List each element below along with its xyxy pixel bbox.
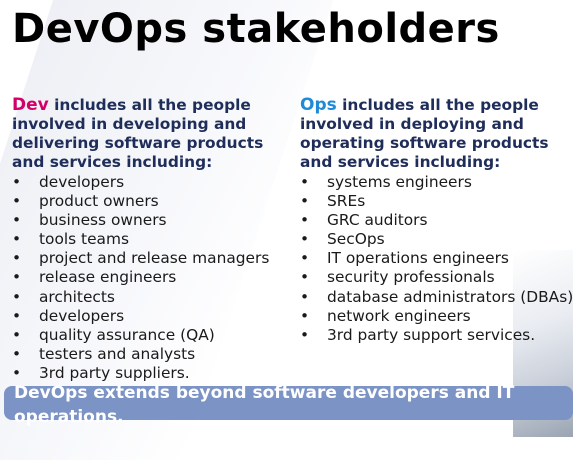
- dev-item-label: project and release managers: [39, 249, 270, 268]
- dev-item-label: 3rd party suppliers.: [39, 363, 190, 382]
- ops-item-label: GRC auditors: [327, 211, 428, 230]
- dev-list-item: • quality assurance (QA): [12, 326, 282, 345]
- dev-item-label: product owners: [39, 192, 159, 211]
- dev-item-label: release engineers: [39, 268, 177, 287]
- dev-item-label: developers: [39, 173, 125, 191]
- dev-list-item: • release engineers: [12, 268, 282, 287]
- bullet-icon: •: [12, 344, 22, 363]
- ops-column: Ops includes all the people involved in …: [300, 96, 573, 345]
- ops-lead-text: includes all the people involved in depl…: [300, 96, 549, 171]
- ops-list-item: • GRC auditors: [300, 211, 573, 230]
- ops-list-item: • systems engineers: [300, 173, 573, 192]
- bullet-icon: •: [12, 211, 22, 230]
- ops-lead: Ops includes all the people involved in …: [300, 96, 573, 172]
- banner-text: DevOps extends beyond software developer…: [14, 383, 515, 427]
- bullet-icon: •: [12, 268, 22, 287]
- bullet-icon: •: [12, 325, 22, 344]
- dev-list: • developers • product owners • business owne…: [12, 173, 282, 383]
- dev-list-item: • tools teams: [12, 230, 282, 249]
- bullet-icon: •: [300, 192, 310, 211]
- ops-list-item: • SecOps: [300, 230, 573, 249]
- bullet-icon: •: [300, 249, 310, 268]
- bullet-icon: •: [12, 173, 22, 191]
- ops-keyword: Ops: [300, 95, 337, 115]
- bullet-icon: •: [12, 192, 22, 211]
- bullet-icon: •: [300, 325, 310, 344]
- dev-item-label: business owners: [39, 211, 167, 230]
- bullet-icon: •: [12, 306, 22, 325]
- dev-list-item: • architects: [12, 288, 282, 307]
- dev-list-item: • business owners: [12, 211, 282, 230]
- ops-list-item: • SREs: [300, 192, 573, 211]
- bullet-icon: •: [12, 249, 22, 268]
- dev-lead: Dev includes all the people involved in …: [12, 96, 282, 172]
- bullet-icon: •: [300, 230, 310, 249]
- dev-list-item: • developers: [12, 173, 282, 192]
- dev-item-label: testers and analysts: [39, 344, 196, 363]
- ops-item-label: IT operations engineers: [327, 249, 509, 268]
- ops-list-item: • IT operations engineers: [300, 249, 573, 268]
- slide-title: DevOps stakeholders: [12, 6, 500, 52]
- bullet-icon: •: [300, 268, 310, 287]
- ops-item-label: network engineers: [327, 306, 471, 325]
- dev-item-label: architects: [39, 287, 115, 306]
- bullet-icon: •: [300, 306, 310, 325]
- banner-background: [4, 386, 573, 420]
- dev-list-item: • product owners: [12, 192, 282, 211]
- dev-keyword: Dev: [12, 95, 49, 115]
- bullet-icon: •: [300, 287, 310, 306]
- dev-item-label: developers: [39, 306, 125, 325]
- bullet-icon: •: [12, 363, 22, 382]
- ops-list: • systems engineers • SREs • GRC auditors • Sec…: [300, 173, 573, 345]
- dev-item-label: tools teams: [39, 230, 129, 249]
- ops-list-item: • network engineers: [300, 307, 573, 326]
- dev-column: Dev includes all the people involved in …: [12, 96, 282, 383]
- ops-item-label: security professionals: [327, 268, 495, 287]
- ops-list-item: • database administrators (DBAs): [300, 288, 573, 307]
- ops-item-label: 3rd party support services.: [327, 325, 536, 344]
- ops-list-item: • security professionals: [300, 268, 573, 287]
- dev-list-item: • developers: [12, 307, 282, 326]
- ops-item-label: SREs: [327, 192, 366, 211]
- bullet-icon: •: [300, 211, 310, 230]
- bullet-icon: •: [12, 287, 22, 306]
- dev-list-item: • project and release managers: [12, 249, 282, 268]
- dev-list-item: • 3rd party suppliers.: [12, 364, 282, 383]
- dev-item-label: quality assurance (QA): [39, 325, 215, 344]
- ops-item-label: SecOps: [327, 230, 385, 249]
- dev-list-item: • testers and analysts: [12, 345, 282, 364]
- ops-item-label: systems engineers: [327, 173, 472, 191]
- bullet-icon: •: [12, 230, 22, 249]
- bullet-icon: •: [300, 173, 310, 191]
- ops-item-label: database administrators (DBAs): [327, 287, 573, 306]
- dev-lead-text: includes all the people involved in deve…: [12, 96, 264, 171]
- ops-list-item: • 3rd party support services.: [300, 326, 573, 345]
